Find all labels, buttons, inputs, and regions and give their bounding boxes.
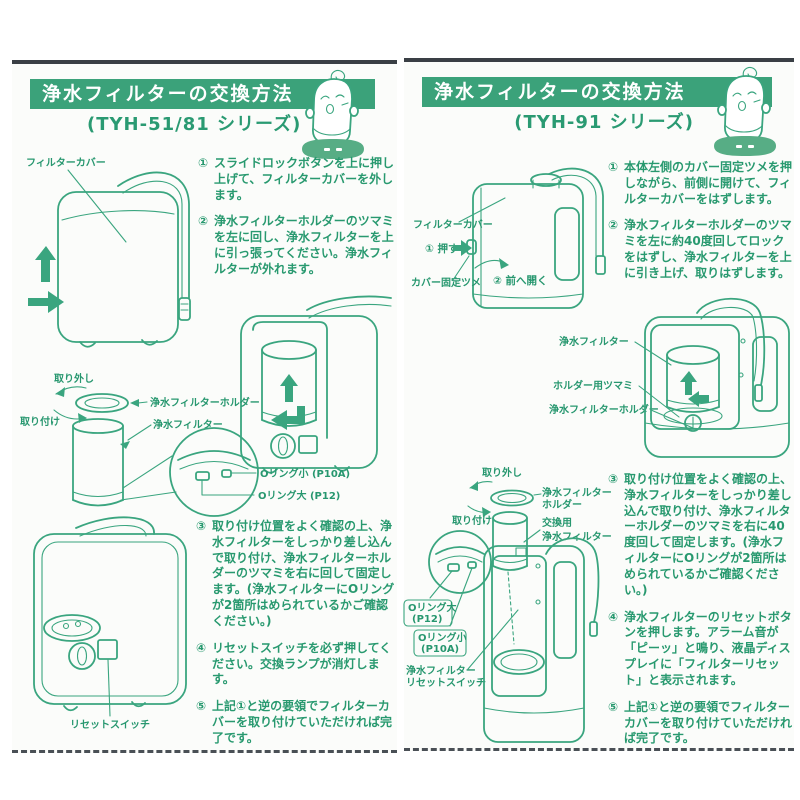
instruction-step: ⑤ 上記①と逆の要領でフィルターカバーを取り付けていただければ完了です。 — [608, 700, 792, 747]
label-filter-reset-line1: 浄水フィルター — [406, 664, 476, 677]
step-text: 取り付け位置をよく確認の上、浄水フィルターをしっかり差し込んで取り付け、浄水フィ… — [212, 519, 395, 628]
label-oring-large: Oリング大 (P12) — [258, 489, 340, 502]
page-title: 浄水フィルターの交換方法 — [42, 83, 294, 105]
step-text: 浄水フィルターのリセットボタンを押します。アラーム音が「ピーッ」と鳴り、液晶ディ… — [624, 609, 792, 687]
step-number: ⑤ — [196, 699, 207, 714]
instruction-step: ⑤ 上記①と逆の要領でフィルターカバーを取り付けていただければ完了です。 — [196, 699, 399, 746]
label-filter-holder: 浄水フィルターホルダー — [150, 396, 260, 409]
step-text: リセットスイッチを必ず押してください。交換ランプが消灯します。 — [212, 640, 392, 687]
instruction-step: ③ 取り付け位置をよく確認の上、浄水フィルターをしっかり差し込んで取り付け、浄水… — [196, 519, 399, 630]
illustration-filter-cover: フィルターカバー — [26, 157, 191, 348]
page-title: 浄水フィルターの交換方法 — [434, 81, 686, 103]
illustration-cover-removal: フィルターカバー ① 押す カバー固定ツメ ② 前へ開く — [411, 167, 606, 309]
step-text: 上記①と逆の要領でフィルターカバーを取り付けていただければ完了です。 — [212, 699, 393, 745]
step-number: ⑤ — [608, 699, 619, 714]
label-oring-small-line2: (P10A) — [421, 644, 459, 655]
step-text: 本体左側のカバー固定ツメを押しながら、前側に開けて、フィルターカバーをはずします… — [624, 160, 793, 206]
label-filter-reset-line2: リセットスイッチ — [406, 677, 486, 689]
instructions-steps-3-5: ③ 取り付け位置をよく確認の上、浄水フィルターをしっかり差し込んで取り付け、浄水… — [608, 472, 792, 758]
press-arrow-icon — [453, 240, 472, 256]
step-number: ② — [198, 214, 209, 229]
illustration-filter-cartridge: 取り外し 浄水フィルターホルダー 取り付け 浄水フィルター Oリング小 (P10… — [20, 372, 350, 517]
left-arrow-icon — [688, 391, 709, 407]
instructions-steps-1-2: ① 本体左側のカバー固定ツメを押しながら、前側に開けて、フィルターカバーをはずし… — [608, 160, 792, 293]
label-oring-large-line1: Oリング大 — [408, 601, 457, 614]
label-remove: 取り外し — [54, 372, 94, 385]
label-filter: 浄水フィルター — [559, 335, 629, 348]
label-holder-knob: ホルダー用ツマミ — [553, 379, 633, 392]
page-left: 浄水フィルターの交換方法 (TYH-51/81 シリーズ) フィルターカバー — [12, 60, 397, 753]
instructions-steps-1-2: ① スライドロックボタンを上に押し上げて、フィルターカバーを外します。 ② 浄水… — [198, 156, 398, 289]
instruction-step: ④ 浄水フィルターのリセットボタンを押します。アラーム音が「ピーッ」と鳴り、液晶… — [608, 610, 792, 689]
label-remove: 取り外し — [482, 466, 522, 479]
turn-left-arrow-icon — [271, 406, 305, 430]
step-number: ① — [198, 156, 209, 170]
label-oring-small-line1: Oリング小 — [418, 631, 467, 644]
label-attach: 取り付け — [20, 415, 60, 428]
illustration-reset-switch: リセットスイッチ — [33, 516, 187, 731]
series-subtitle: (TYH-51/81 シリーズ) — [87, 114, 302, 135]
step-text: 上記①と逆の要領でフィルターカバーを取り付けていただければ完了です。 — [624, 699, 793, 746]
label-replacement-line2: 浄水フィルター — [542, 530, 612, 543]
instruction-step: ① スライドロックボタンを上に押し上げて、フィルターカバーを外します。 — [198, 156, 398, 203]
step-text: 浄水フィルターホルダーのツマミを左に約40度回してロックをはずし、浄水フィルター… — [624, 218, 792, 280]
label-open-forward: ② 前へ開く — [493, 274, 548, 287]
illustration-device-open — [240, 295, 392, 474]
step-number: ② — [608, 218, 619, 233]
label-oring-large-line2: (P12) — [412, 614, 442, 625]
label-oring-small: Oリング小 (P10A) — [260, 467, 350, 480]
series-subtitle: (TYH-91 シリーズ) — [514, 112, 694, 133]
step-number: ① — [608, 160, 619, 174]
up-arrow-icon — [280, 374, 298, 402]
instruction-step: ① 本体左側のカバー固定ツメを押しながら、前側に開けて、フィルターカバーをはずし… — [608, 160, 792, 207]
label-filter: 浄水フィルター — [153, 418, 223, 431]
step-text: 浄水フィルターホルダーのツマミを左に回し、浄水フィルターを上に引っ張ってください… — [214, 214, 394, 276]
step-number: ④ — [608, 609, 619, 624]
rotate-arrow-icon — [467, 481, 493, 517]
instruction-step: ③ 取り付け位置をよく確認の上、浄水フィルターをしっかり差し込んで取り付け、浄水… — [608, 472, 792, 599]
illustration-filter-replacement: 取り外し 浄水フィルター ホルダー 取り付け 交換用 浄水フィルター Oリング大… — [403, 466, 612, 743]
up-arrow-icon — [680, 371, 697, 395]
step-number: ④ — [196, 640, 207, 655]
instruction-step: ④ リセットスイッチを必ず押してください。交換ランプが消灯します。 — [196, 641, 399, 688]
page-right: 浄水フィルターの交換方法 (TYH-91 シリーズ) フィルターカバー ① 押す — [403, 58, 794, 751]
step-text: スライドロックボタンを上に押し上げて、フィルターカバーを外します。 — [214, 156, 395, 202]
label-filter-cover: フィルターカバー — [26, 157, 106, 169]
step-text: 取り付け位置をよく確認の上、浄水フィルターをしっかり差し込んで取り付け、浄水フィ… — [624, 472, 793, 597]
label-filter-holder: 浄水フィルターホルダー — [549, 403, 659, 416]
label-reset-switch: リセットスイッチ — [70, 719, 150, 731]
instruction-step: ② 浄水フィルターホルダーのツマミを左に約40度回してロックをはずし、浄水フィル… — [608, 218, 792, 281]
illustration-device-filter: 浄水フィルター ホルダー用ツマミ 浄水フィルターホルダー — [549, 297, 790, 458]
page-title-bar: 浄水フィルターの交換方法 — [422, 77, 772, 107]
mascot-character-icon — [302, 69, 364, 159]
right-arrow-icon — [28, 291, 64, 313]
step-number: ③ — [608, 472, 619, 486]
label-cover-tab: カバー固定ツメ — [411, 276, 481, 289]
label-holder-line1: 浄水フィルター — [542, 486, 612, 499]
label-holder-line2: ホルダー — [542, 498, 582, 511]
open-arrow-icon — [474, 258, 509, 269]
label-attach: 取り付け — [452, 514, 492, 527]
instruction-step: ② 浄水フィルターホルダーのツマミを左に回し、浄水フィルターを上に引っ張ってくだ… — [198, 214, 398, 277]
instructions-steps-3-5: ③ 取り付け位置をよく確認の上、浄水フィルターをしっかり差し込んで取り付け、浄水… — [196, 519, 399, 758]
step-number: ③ — [196, 519, 207, 533]
up-arrow-icon — [35, 246, 56, 282]
mascot-character-icon — [714, 66, 776, 156]
label-press: ① 押す — [425, 242, 459, 255]
label-filter-cover: フィルターカバー — [413, 219, 493, 231]
label-replacement-line1: 交換用 — [542, 516, 572, 529]
